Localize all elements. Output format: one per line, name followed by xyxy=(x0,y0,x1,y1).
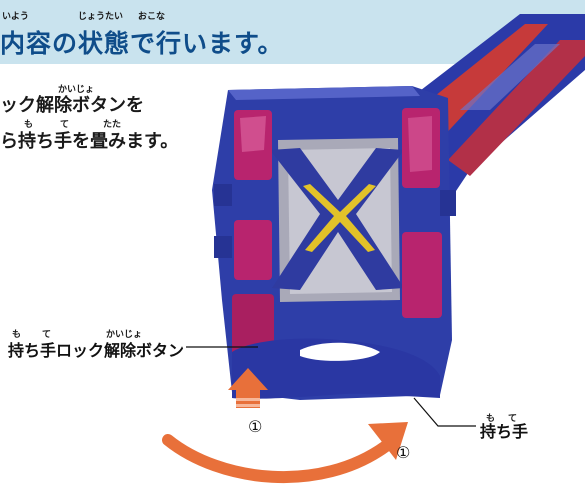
handle-leader xyxy=(413,397,476,427)
panel-left-3 xyxy=(232,294,274,356)
instruction-ruby-2b: て xyxy=(60,120,70,130)
device-body-shade xyxy=(228,86,420,100)
handle-ruby-1: も xyxy=(486,414,496,424)
handle-label: 持ち手 xyxy=(480,422,529,441)
instruction-ruby-1: かいじょ xyxy=(58,85,95,95)
release-ruby-1: も xyxy=(12,330,22,340)
page-heading: 内容の状態で行います。 xyxy=(0,29,284,58)
release-ruby-3: かいじょ xyxy=(106,330,143,340)
panel-highlight-1 xyxy=(240,116,266,152)
handle-base xyxy=(232,338,440,399)
handle-ruby-2: て xyxy=(508,414,518,424)
push-arrow-band-1 xyxy=(236,398,260,401)
instruction-ruby-2a: も xyxy=(24,120,34,130)
strap-red-stripe-2 xyxy=(448,40,585,176)
panel-right-2 xyxy=(402,232,442,318)
panel-left-2 xyxy=(234,220,272,280)
rotation-arrow xyxy=(162,434,392,484)
instruction-line-2: ら持ち手を畳みます。 xyxy=(0,131,179,152)
heading-ruby-1: いよう xyxy=(2,12,29,22)
instruction-ruby-2c: たた xyxy=(103,120,122,130)
heading-ruby-3: おこな xyxy=(138,12,166,22)
clip-left-1 xyxy=(214,184,232,206)
release-button-label: 持ち手ロック解除ボタン xyxy=(8,341,185,360)
rotation-arrow-head xyxy=(368,422,408,460)
clip-left-2 xyxy=(214,236,232,258)
handle-base-opening xyxy=(300,342,380,361)
panel-highlight-2 xyxy=(408,116,432,172)
push-arrow-band-2 xyxy=(236,404,260,407)
instruction-line-1: ック解除ボタンを xyxy=(0,95,144,116)
heading-ruby-2: じょうたい xyxy=(78,12,124,22)
step-marker-push: ① xyxy=(248,417,263,436)
step-marker-rotate: ① xyxy=(396,443,411,462)
strap-light-panel xyxy=(460,44,560,110)
x-gold xyxy=(303,184,376,252)
clip-right-1 xyxy=(440,190,456,216)
release-ruby-2: て xyxy=(42,330,52,340)
